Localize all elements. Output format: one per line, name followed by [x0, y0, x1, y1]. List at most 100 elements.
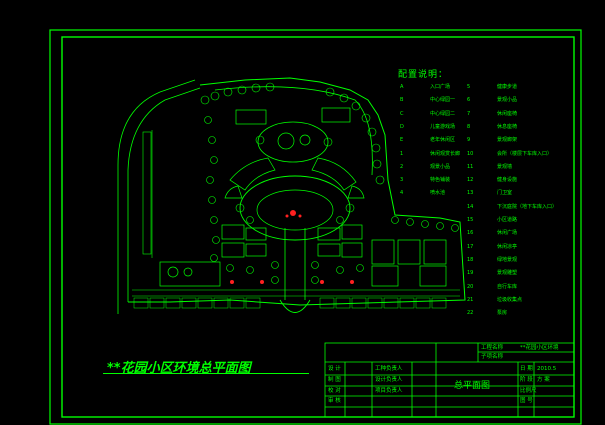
legend-item-label: 儿童游戏场: [430, 123, 456, 130]
legend-item-number: 20: [467, 283, 474, 290]
legend-item-label: 绿地景观: [497, 256, 518, 263]
tb-stage-label: 阶 段: [520, 377, 533, 383]
legend-item: 15 小区道路: [467, 218, 517, 223]
legend-item-label: 观景小品: [430, 163, 451, 170]
tb-sheet-title: 总平面图: [454, 381, 491, 391]
legend-item-number: 3: [400, 177, 404, 184]
drawing-title: **花园小区环境总平面图: [107, 361, 251, 376]
legend-item-label: 门卫室: [497, 190, 513, 197]
legend-item-number: B: [400, 97, 404, 104]
legend-item-number: 5: [467, 84, 471, 90]
legend-item-number: 19: [467, 270, 474, 277]
legend-item-label: 会所（楼层下车库入口）: [497, 150, 553, 157]
legend-item: 4 喷水池: [400, 191, 445, 196]
legend-item-label: 景观墙: [497, 163, 513, 170]
legend-item-number: E: [400, 137, 404, 144]
legend-item-label: 休闲座椅: [497, 110, 518, 117]
legend-item-number: 21: [467, 296, 474, 303]
legend-item-label: 中心绿园一: [430, 97, 456, 104]
legend-item: D 儿童游戏场: [400, 123, 456, 130]
legend-item: 10 会所（楼层下车库入口）: [467, 150, 553, 157]
legend-item-label: 喷水池: [430, 190, 446, 197]
legend-item-number: 7: [467, 110, 471, 117]
tb-sheet-no-label: 图 号: [520, 398, 533, 404]
legend-item: C 中心绿园二: [400, 110, 456, 117]
legend-item-number: 11: [467, 163, 474, 170]
legend-item-number: D: [400, 123, 404, 130]
legend-item: E 老年休闲区: [400, 138, 455, 143]
tb-eng-lead-label: 工种负责人: [375, 366, 403, 372]
legend-item-label: 小区道路: [497, 217, 518, 223]
tb-item-name-label: 子项名称: [481, 354, 504, 360]
legend-item-label: 休闲观赏长廊: [430, 150, 461, 157]
tb-review-label: 审 核: [328, 398, 341, 404]
legend-item-number: 17: [467, 243, 474, 250]
legend-item: 18 绿地景观: [467, 256, 518, 263]
legend-item-label: 健身设施: [497, 177, 518, 184]
legend-item-number: 18: [467, 256, 474, 263]
legend-item: 14 下沉庭院（地下车库入口）: [467, 203, 558, 210]
legend-item-label: 老年休闲区: [430, 137, 456, 144]
legend-item-number: 8: [467, 123, 471, 130]
legend-item-number: A: [400, 84, 404, 90]
legend-item-label: 景观廊架: [497, 137, 518, 144]
tb-drawing-label: 制 图: [328, 377, 341, 383]
legend-item-number: 10: [467, 150, 474, 157]
legend-item: 20 自行车库: [467, 283, 518, 290]
legend-item-label: 休息座椅: [497, 123, 518, 130]
legend-item: 21 垃圾收集点: [467, 296, 523, 303]
legend-item-label: 中心绿园二: [430, 110, 456, 117]
legend-item: 19 景观雕塑: [467, 271, 517, 276]
legend-item-number: 13: [467, 190, 474, 197]
tb-design-lead-label: 设计负责人: [375, 377, 403, 383]
legend-item: 9 景观廊架: [467, 138, 517, 143]
legend-item-label: 休闲广场: [497, 230, 518, 237]
legend-item: 5 健康步道: [467, 85, 517, 90]
tb-project-name-label: 工程名称: [481, 345, 504, 351]
legend-item: 8 休息座椅: [467, 123, 518, 130]
legend-item: 7 休闲座椅: [467, 110, 518, 117]
legend-item-number: C: [400, 110, 404, 117]
legend-item-number: 1: [400, 150, 404, 157]
inner-frame: [61, 36, 575, 418]
legend-item: B 中心绿园一: [400, 98, 455, 103]
legend-item-number: 2: [400, 163, 404, 170]
legend-item-number: 14: [467, 203, 474, 210]
outer-frame: [49, 29, 582, 425]
site-plan: [117, 77, 466, 314]
tb-date-value: 2010.5: [537, 366, 557, 372]
tb-check-label: 校 对: [328, 388, 341, 394]
legend-item-number: 12: [467, 177, 474, 184]
title-block: [324, 342, 575, 418]
legend-item: 13 门卫室: [467, 191, 512, 196]
tb-project-name-value: **花园小区环境: [520, 345, 559, 351]
legend-item: A 入口广场: [400, 85, 450, 90]
legend-item: 2 观景小品: [400, 163, 451, 170]
legend-item: 17 休闲凉亭: [467, 243, 518, 250]
legend-item-label: 休闲凉亭: [497, 243, 518, 250]
legend-item-label: 景观雕塑: [497, 270, 518, 277]
legend-item: 1 休闲观赏长廊: [400, 150, 461, 157]
drawing-title-underline: [103, 373, 309, 374]
tb-stage-value: 方 案: [537, 377, 550, 383]
tb-scale-label: 比例尺: [520, 388, 537, 394]
legend-item-number: 4: [400, 190, 404, 197]
legend-item-label: 健康步道: [497, 84, 518, 90]
legend-item-label: 入口广场: [430, 84, 451, 90]
legend-item-label: 下沉庭院（地下车库入口）: [497, 203, 558, 210]
legend-item-number: 9: [467, 137, 471, 144]
tb-design-label: 设 计: [328, 366, 341, 372]
legend-item-number: 15: [467, 217, 474, 223]
tb-date-label: 日 期: [520, 366, 533, 372]
legend-item: 11 景观墙: [467, 163, 513, 170]
legend-item-label: 泵房: [497, 310, 508, 317]
legend-item-label: 特色铺装: [430, 177, 451, 184]
legend-item-number: 6: [467, 97, 471, 104]
legend-item-label: 垃圾收集点: [497, 296, 523, 303]
legend-item-label: 自行车库: [497, 283, 518, 290]
tb-proj-lead-label: 项目负责人: [375, 388, 403, 394]
